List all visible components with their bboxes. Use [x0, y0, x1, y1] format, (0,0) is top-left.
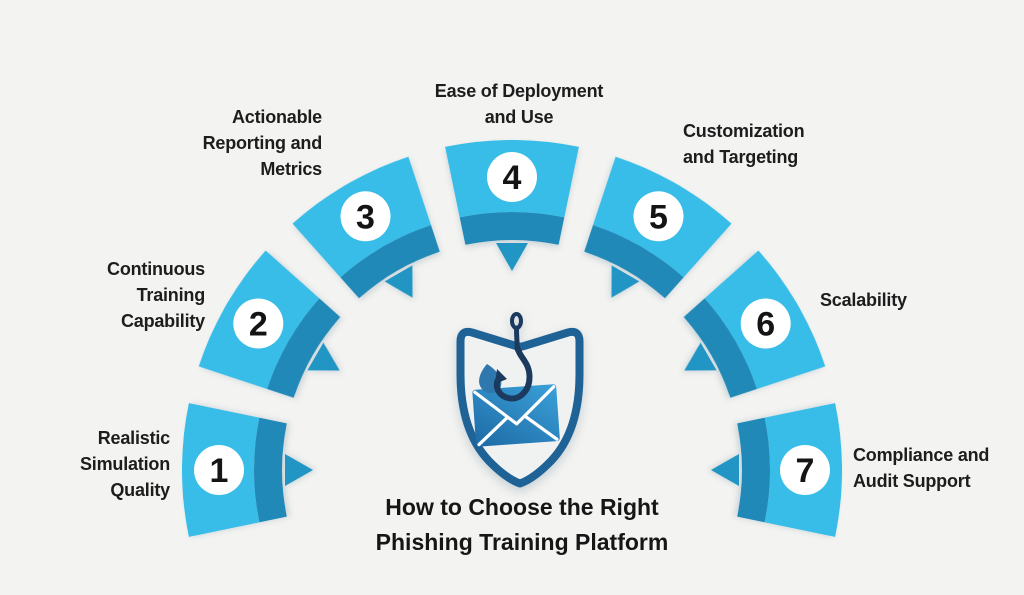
- envelope-icon: [472, 384, 560, 447]
- segment-label-1: Realistic Simulation Quality: [79, 428, 170, 500]
- segment-label-4: Ease of Deployment and Use: [434, 81, 604, 127]
- segment-number-circle-7: [780, 445, 830, 495]
- fishing-hook-icon: [493, 312, 533, 402]
- segment-number-2: 2: [249, 306, 268, 344]
- segment-number-7: 7: [796, 452, 815, 490]
- segment-number-circle-1: [194, 445, 244, 495]
- segment-number-circle-2: [233, 298, 284, 349]
- infographic-title: How to Choose the Right Phishing Trainin…: [375, 494, 669, 555]
- segment-number-5: 5: [649, 198, 668, 236]
- segment-label-6: Scalability: [820, 290, 907, 310]
- segment-number-1: 1: [210, 452, 229, 490]
- segment-label-7: Compliance and Audit Support: [853, 445, 990, 491]
- segment-number-circle-4: [487, 152, 537, 202]
- segment-number-circle-6: [740, 298, 791, 349]
- segment-number-6: 6: [756, 306, 775, 344]
- segment-label-5: Customization and Targeting: [683, 121, 805, 167]
- segment-label-3: Actionable Reporting and Metrics: [202, 107, 323, 179]
- segment-number-3: 3: [356, 198, 375, 236]
- segment-label-2: Continuous Training Capability: [107, 259, 205, 331]
- segment-number-circle-5: [633, 191, 684, 242]
- segment-number-circle-3: [340, 191, 391, 242]
- shield-icon: [456, 312, 584, 488]
- segment-number-4: 4: [503, 159, 522, 197]
